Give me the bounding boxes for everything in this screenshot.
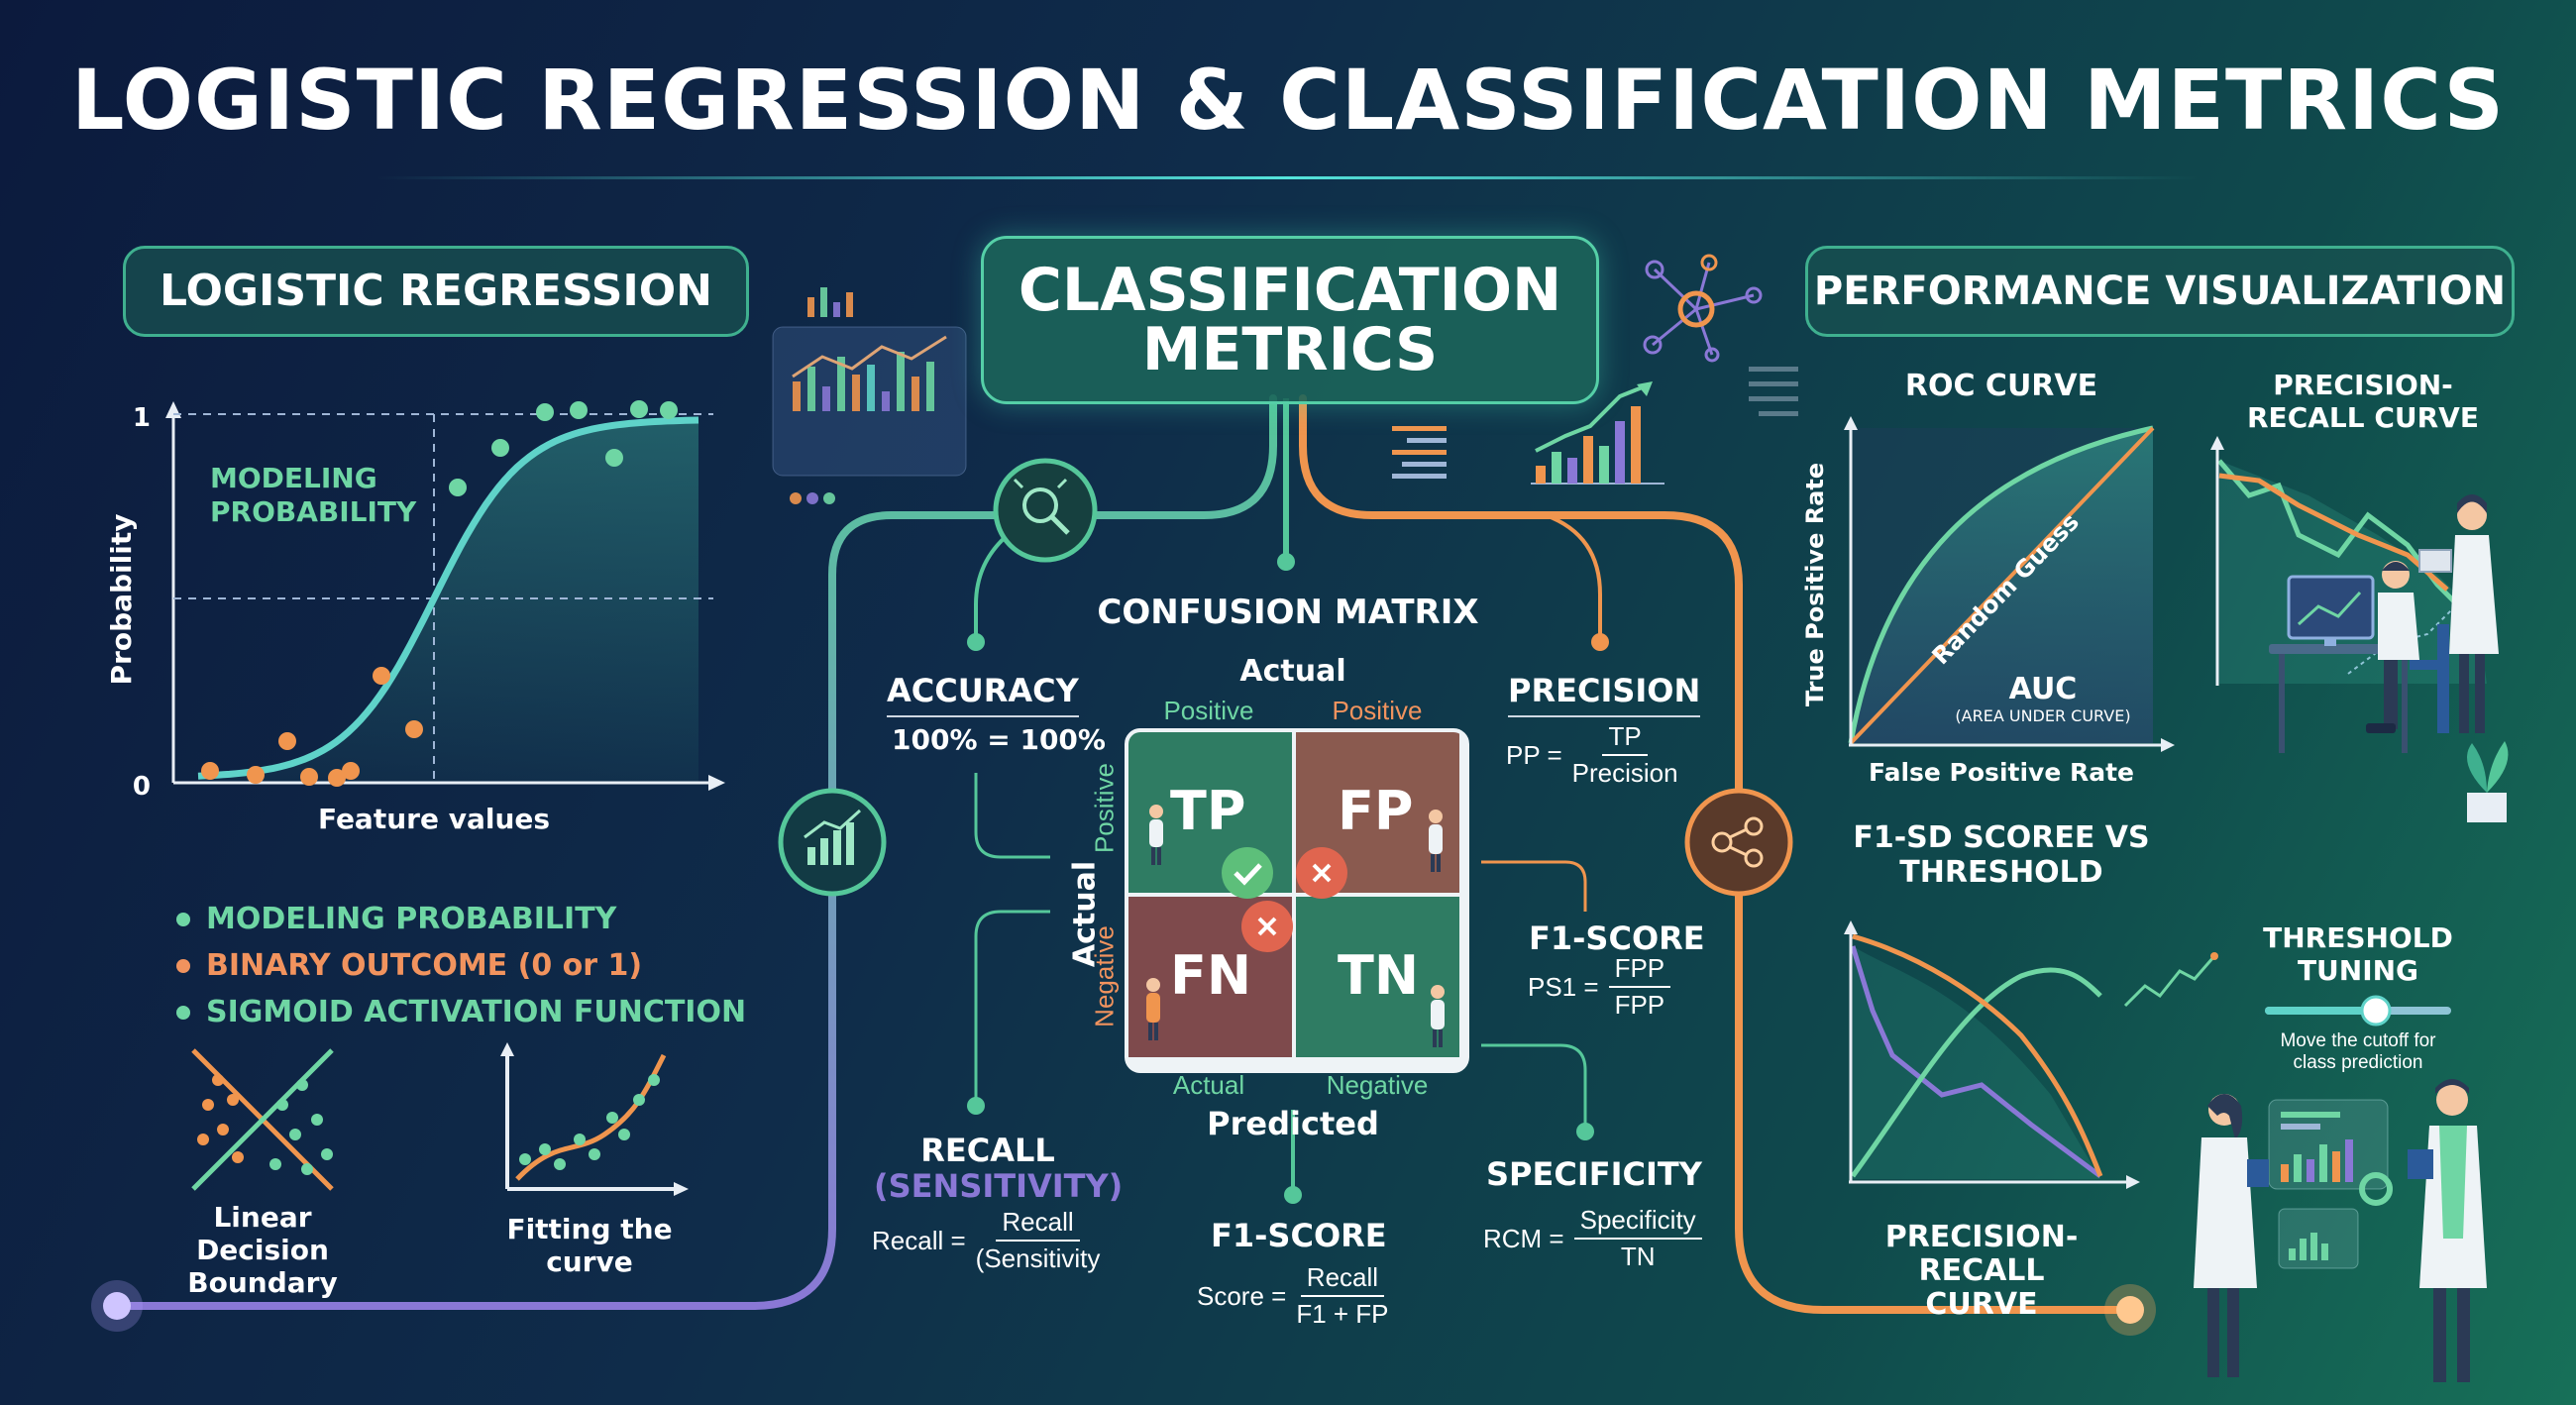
orange-point bbox=[201, 762, 219, 780]
annotation-modeling: MODELING bbox=[210, 462, 377, 494]
accuracy-title: ACCURACY bbox=[887, 672, 1079, 717]
orange-point bbox=[342, 762, 360, 780]
bottom-actual-label: Actual bbox=[1172, 1070, 1245, 1100]
column-positive-label-2: Positive bbox=[1332, 696, 1423, 725]
green-point bbox=[605, 449, 623, 467]
predicted-label: Predicted bbox=[1207, 1105, 1379, 1142]
auc-sublabel: (AREA UNDER CURVE) bbox=[1955, 706, 2130, 725]
orange-series bbox=[1852, 933, 2103, 1177]
title-divider bbox=[376, 176, 2200, 179]
row-positive-label: Positive bbox=[1089, 762, 1120, 854]
dashboard-decoration bbox=[772, 287, 967, 504]
green-point bbox=[536, 403, 554, 421]
path-end-glow-right bbox=[2116, 1296, 2144, 1324]
check-icon bbox=[1222, 847, 1273, 899]
green-point bbox=[491, 439, 509, 457]
page-title: LOGISTIC REGRESSION & CLASSIFICATION MET… bbox=[71, 52, 2505, 149]
tn-cell: TN bbox=[1296, 897, 1459, 1057]
person-icon bbox=[1146, 978, 1160, 1040]
fitting-curve-label: Fitting the curve bbox=[506, 1213, 673, 1278]
decision-boundary-label: Linear Decision Boundary bbox=[187, 1201, 338, 1299]
actual-top-label: Actual bbox=[1239, 654, 1346, 689]
threshold-slider[interactable] bbox=[2259, 991, 2457, 1030]
green-point bbox=[660, 401, 678, 419]
plant-icon bbox=[2467, 741, 2509, 822]
scientists-illustration bbox=[2194, 1079, 2487, 1382]
green-series bbox=[1850, 967, 2102, 1178]
orange-point bbox=[247, 766, 265, 784]
column-positive-label: Positive bbox=[1163, 696, 1254, 725]
roc-y-label: True Positive Rate bbox=[1801, 463, 1829, 706]
x-axis-label: Feature values bbox=[318, 803, 550, 835]
green-point bbox=[449, 479, 467, 496]
confusion-matrix-grid: TP FP FN TN bbox=[1125, 728, 1469, 1073]
confusion-matrix-title: CONFUSION MATRIX bbox=[1097, 593, 1479, 632]
row-negative-label: Negative bbox=[1089, 925, 1120, 1027]
curve-fit-icon bbox=[500, 1042, 689, 1196]
bullet-item: MODELING PROBABILITY bbox=[176, 902, 746, 936]
bar-chart-decoration bbox=[1392, 367, 1798, 485]
roc-title: ROC CURVE bbox=[1904, 369, 2098, 403]
pr-curve-title: PRECISION- RECALL CURVE bbox=[2247, 369, 2479, 434]
person-icon bbox=[1429, 810, 1443, 872]
chart-node-icon bbox=[778, 788, 887, 897]
threshold-tuning-title: THRESHOLD TUNING bbox=[2263, 921, 2453, 987]
bullet-item: BINARY OUTCOME (0 or 1) bbox=[176, 948, 746, 983]
f1-threshold-title: F1-SD SCOREE VS THRESHOLD bbox=[1853, 820, 2150, 890]
auc-label: AUC bbox=[2009, 672, 2078, 706]
scientist-standing-illustration bbox=[2418, 494, 2499, 733]
pr-bottom-title: PRECISION-RECALL CURVE bbox=[1884, 1220, 2079, 1322]
annotation-probability: PROBABILITY bbox=[210, 495, 417, 528]
accuracy-formula: 100% = 100% bbox=[892, 723, 1106, 756]
random-guess-line bbox=[1849, 426, 2155, 745]
specificity-title: SPECIFICITY bbox=[1486, 1155, 1702, 1193]
orange-point bbox=[328, 769, 346, 787]
roc-x-label: False Positive Rate bbox=[1869, 758, 2134, 787]
path-end-glow bbox=[103, 1292, 131, 1320]
scientist-desk-illustration bbox=[2269, 561, 2449, 753]
tick-zero: 0 bbox=[133, 772, 151, 802]
classification-metrics-heading: CLASSIFICATION METRICS bbox=[981, 236, 1599, 404]
f1-threshold-chart bbox=[1844, 920, 2140, 1189]
precision-title: PRECISION bbox=[1508, 672, 1701, 717]
bottom-negative-label: Negative bbox=[1326, 1070, 1429, 1100]
logistic-regression-heading: LOGISTIC REGRESSION bbox=[123, 246, 749, 337]
performance-visualization-heading: PERFORMANCE VISUALIZATION bbox=[1805, 246, 2515, 337]
bullet-item: SIGMOID ACTIVATION FUNCTION bbox=[176, 995, 746, 1029]
recall-title: RECALL (SENSITIVITY) bbox=[874, 1132, 1124, 1205]
green-point bbox=[570, 401, 588, 419]
orange-point bbox=[373, 667, 390, 685]
network-decoration bbox=[1643, 254, 1763, 363]
orange-point bbox=[278, 732, 296, 750]
sigmoid-chart: 1 0 Probability Feature values MODELING … bbox=[105, 400, 725, 835]
share-node-icon bbox=[1684, 788, 1793, 897]
f1-score-title-bottom: F1-SCORE bbox=[1211, 1217, 1387, 1254]
trend-sparkline bbox=[2123, 952, 2218, 1008]
tick-one: 1 bbox=[133, 403, 151, 433]
pr-curve-chart bbox=[2210, 436, 2509, 822]
recall-formula: Recall = Recall(Sensitivity bbox=[872, 1207, 1101, 1273]
person-icon bbox=[1149, 805, 1163, 865]
sigmoid-curve bbox=[197, 416, 699, 780]
pr-curve-orange bbox=[2218, 473, 2449, 592]
person-icon bbox=[1431, 985, 1445, 1047]
threshold-description: Move the cutoff for class prediction bbox=[2280, 1030, 2436, 1073]
orange-point bbox=[300, 768, 318, 786]
f1-score-title-right: F1-SCORE bbox=[1529, 919, 1705, 957]
search-node-icon bbox=[993, 458, 1098, 563]
decision-boundary-icon bbox=[191, 1048, 334, 1191]
y-axis-label: Probability bbox=[105, 514, 138, 686]
roc-chart: Random Guess AUC (AREA UNDER CURVE) True… bbox=[1801, 416, 2175, 787]
bullet-list: MODELING PROBABILITY BINARY OUTCOME (0 o… bbox=[176, 902, 746, 1029]
threshold-slider-knob[interactable] bbox=[2360, 995, 2392, 1027]
green-point bbox=[630, 400, 648, 418]
orange-point bbox=[405, 720, 423, 738]
purple-series bbox=[1850, 945, 2102, 1179]
roc-curve bbox=[1848, 425, 2154, 744]
